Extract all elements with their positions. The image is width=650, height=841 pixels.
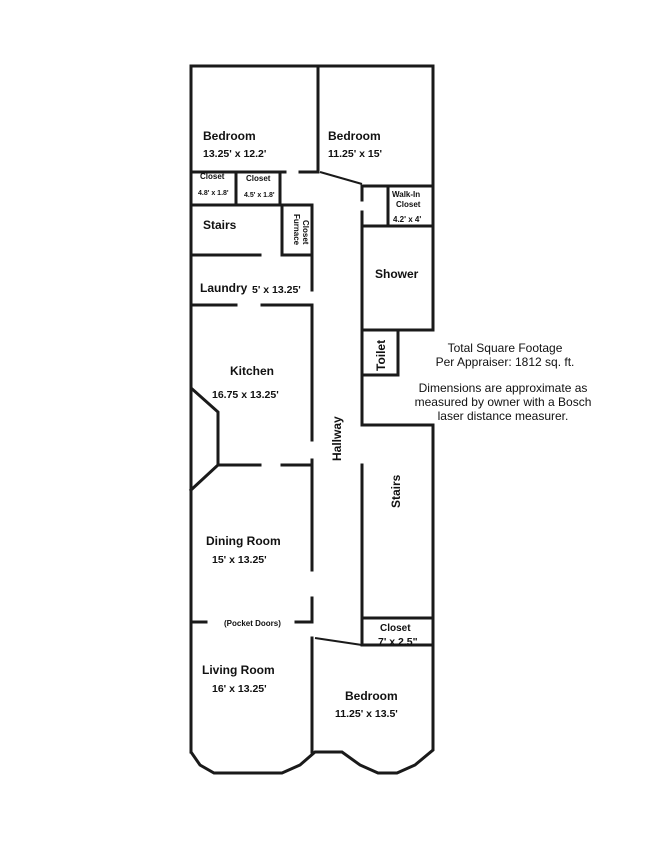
bedroom-1-label: Bedroom	[203, 129, 256, 143]
hallway-label: Hallway	[330, 416, 344, 461]
kitchen-label: Kitchen	[230, 364, 274, 378]
bedroom-2-label: Bedroom	[328, 129, 381, 143]
disclaimer-line-1: Dimensions are approximate as	[418, 381, 588, 395]
closet-2-dims: 4.5' x 1.8'	[244, 192, 275, 199]
living-room-label: Living Room	[202, 663, 275, 677]
pocket-doors-label: (Pocket Doors)	[224, 619, 281, 628]
closet-1-label: Closet	[200, 172, 225, 181]
furnace-closet-label-1: Furnace	[292, 214, 301, 246]
furnace-closet-label-2: Closet	[301, 220, 310, 245]
laundry-dims: 5' x 13.25'	[252, 284, 301, 296]
square-footage-note: Total Square Footage Per Appraiser: 1812…	[405, 341, 605, 369]
toilet-label: Toilet	[374, 340, 388, 371]
dining-room-label: Dining Room	[206, 534, 281, 548]
walkin-closet-label-1: Walk-In	[392, 190, 420, 199]
walkin-closet-label-2: Closet	[396, 200, 421, 209]
square-footage-line-2: Per Appraiser: 1812 sq. ft.	[435, 355, 575, 369]
disclaimer-line-2: measured by owner with a Bosch	[414, 395, 592, 409]
closet-1-dims: 4.8' x 1.8'	[198, 190, 229, 197]
disclaimer-line-3: laser distance measurer.	[437, 409, 569, 423]
walkin-closet-dims: 4.2' x 4'	[393, 215, 421, 224]
bedroom-3-label: Bedroom	[345, 689, 398, 703]
closet-3-dims: 7' x 2.5"	[378, 636, 418, 648]
stairs-2-label: Stairs	[389, 474, 403, 508]
room-labels: Bedroom 13.25' x 12.2' Bedroom 11.25' x …	[198, 129, 421, 720]
bedroom-3-dims: 11.25' x 13.5'	[335, 708, 398, 720]
dining-room-dims: 15' x 13.25'	[212, 554, 267, 566]
kitchen-dims: 16.75 x 13.25'	[212, 389, 279, 401]
stairs-1-label: Stairs	[203, 218, 237, 232]
closet-2-label: Closet	[246, 174, 271, 183]
dimensions-disclaimer: Dimensions are approximate as measured b…	[398, 381, 608, 423]
bedroom-2-dims: 11.25' x 15'	[328, 148, 382, 160]
interior-walls	[188, 64, 435, 754]
laundry-label: Laundry	[200, 281, 248, 295]
bedroom-1-dims: 13.25' x 12.2'	[203, 148, 266, 160]
living-room-dims: 16' x 13.25'	[212, 683, 267, 695]
closet-3-label: Closet	[380, 623, 411, 634]
square-footage-line-1: Total Square Footage	[447, 341, 563, 355]
shower-label: Shower	[375, 267, 419, 281]
